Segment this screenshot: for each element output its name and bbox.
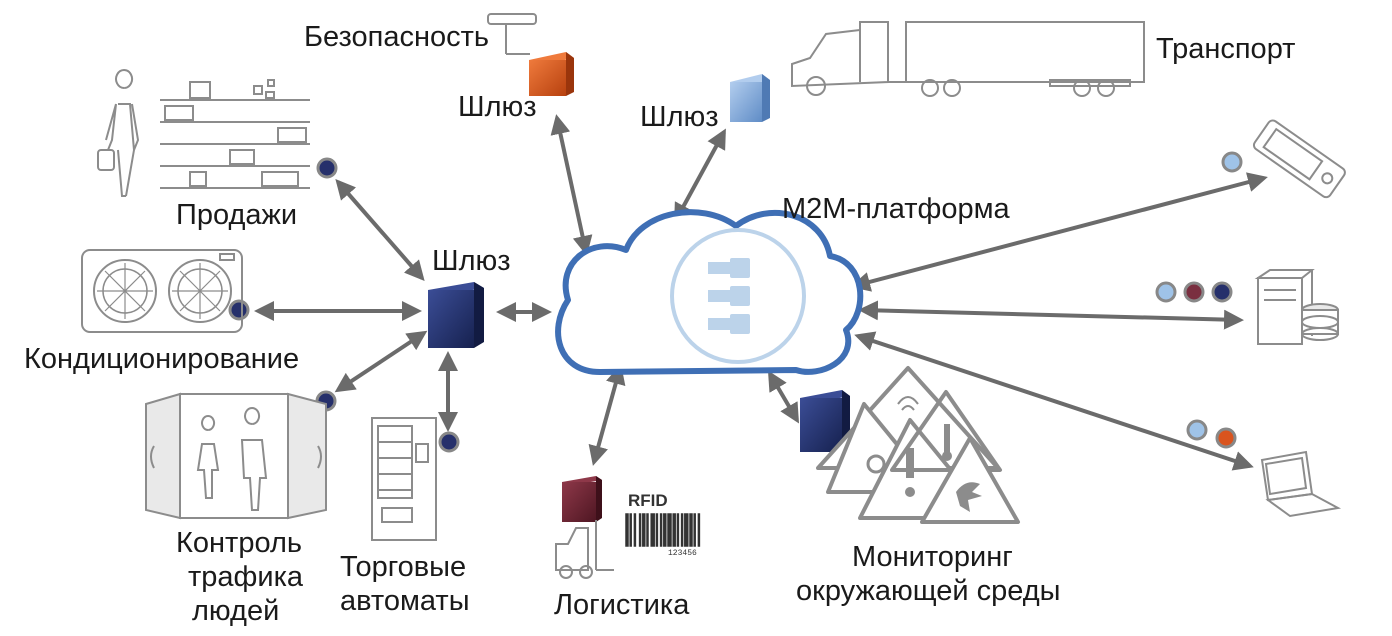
- barcode-bar: [697, 513, 701, 547]
- vending-label-line1: Торговые: [340, 551, 466, 583]
- traffic-label-line2: трафика: [188, 561, 304, 593]
- barcode-bar: [638, 513, 642, 547]
- laptop-dot-light: [1186, 419, 1208, 441]
- vending-device-dot: [438, 431, 460, 453]
- monitoring-label-line2: окружающей среды: [796, 575, 1061, 607]
- arrow-cloud-laptop: [854, 331, 1254, 471]
- gateway-mid-label: Шлюз: [640, 101, 719, 133]
- server-dot-light: [1155, 281, 1177, 303]
- arrow-cloud-server: [858, 300, 1244, 330]
- traffic-label-line1: Контроль: [176, 527, 302, 559]
- barcode-number: 123456: [668, 549, 697, 558]
- laptop-icon: [1260, 450, 1342, 518]
- gateway-left: [428, 282, 484, 348]
- barcode-bar: [625, 513, 629, 547]
- hazard-signs-icon: [816, 366, 1020, 524]
- barcode-bar: [650, 513, 655, 547]
- truck-icon: [791, 21, 1145, 97]
- barcode-icon: [625, 513, 701, 547]
- sales-device-dot: [316, 157, 338, 179]
- conditioning-device-dot: [228, 299, 250, 321]
- laptop-dot-orange: [1215, 427, 1237, 449]
- cloud-icon: [555, 209, 864, 375]
- barcode-bar: [663, 513, 667, 547]
- arrow-sales-gateway: [335, 178, 425, 282]
- gateway-transport: [730, 74, 770, 122]
- barcode-bar: [684, 513, 689, 547]
- gateway-security: [529, 52, 574, 96]
- barcode-bar: [646, 513, 649, 547]
- gateway-logistics: [562, 476, 602, 522]
- barcode-bar: [659, 513, 663, 547]
- monitoring-label-line1: Мониторинг: [852, 541, 1013, 573]
- handheld-device-dot: [1221, 151, 1243, 173]
- transport-label: Транспорт: [1156, 33, 1295, 65]
- barcode-bar: [655, 513, 659, 547]
- arrow-security-cloud: [550, 114, 593, 256]
- barcode-bar: [680, 513, 684, 547]
- security-label: Безопасность: [304, 21, 489, 53]
- arrow-traffic-gateway: [334, 330, 428, 393]
- barcode-bar: [642, 513, 646, 547]
- security-camera-icon: [487, 13, 537, 55]
- arrow-monitoring-cloud: [767, 370, 800, 424]
- doorway-people-icon: [145, 392, 327, 520]
- arrow-logistics-cloud: [588, 364, 626, 466]
- traffic-label-line3: людей: [192, 595, 279, 627]
- forklift-icon: [555, 520, 614, 579]
- gateway-left-label: Шлюз: [432, 245, 511, 277]
- gateway-top-label: Шлюз: [458, 91, 537, 123]
- m2m-platform-label: M2M-платформа: [782, 193, 1011, 225]
- air-conditioner-icon: [81, 249, 243, 333]
- barcode-bar: [667, 513, 672, 547]
- server-dot-maroon: [1183, 281, 1205, 303]
- barcode-bar: [672, 513, 676, 547]
- handheld-device-icon: [1252, 119, 1346, 199]
- server-icon: [1254, 269, 1339, 345]
- barcode-bar: [676, 513, 680, 547]
- logistics-label: Логистика: [554, 589, 690, 621]
- vending-label-line2: автоматы: [340, 585, 470, 617]
- platform-connector-icon: [708, 258, 750, 334]
- shopper-shelves-icon: [97, 69, 310, 197]
- arrow-transport-cloud: [674, 128, 726, 224]
- connection-arrows: [254, 114, 1268, 471]
- barcode-bar: [629, 513, 632, 547]
- gateway-monitoring: [800, 390, 850, 452]
- arrow-cloud-handheld: [850, 172, 1268, 292]
- device-dots: [228, 151, 1243, 453]
- rfid-label: RFID: [628, 491, 668, 510]
- vending-machine-icon: [371, 417, 437, 541]
- conditioning-label: Кондиционирование: [24, 343, 299, 375]
- barcode-bar: [693, 513, 696, 547]
- barcode-bar: [689, 513, 693, 547]
- barcode-bar: [633, 513, 637, 547]
- server-dot-dark: [1211, 281, 1233, 303]
- sales-label: Продажи: [176, 199, 297, 231]
